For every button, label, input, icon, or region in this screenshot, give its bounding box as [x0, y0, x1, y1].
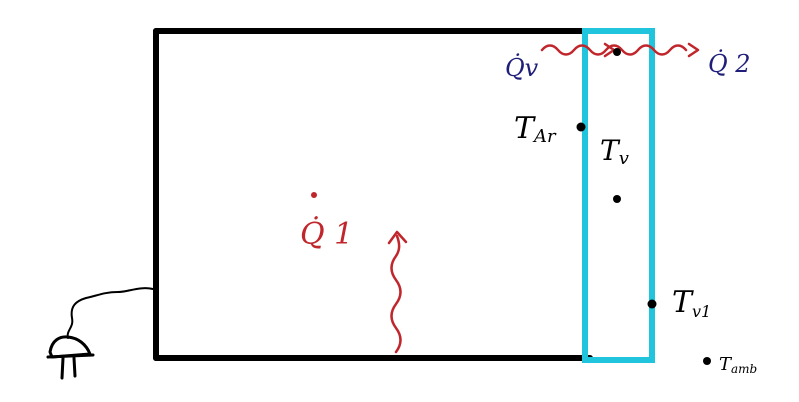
point-t-v1	[647, 299, 657, 309]
power-cord	[66, 287, 154, 339]
q1-label-text: Q̇ 1	[300, 217, 353, 252]
q2-label-text: Q̇ 2	[708, 50, 751, 78]
t-v1-label: Tv1	[672, 285, 711, 321]
power-plug-icon	[46, 335, 95, 380]
qv-label-text: Q̇v	[505, 54, 539, 82]
wall-layer	[582, 28, 655, 363]
t-ar-label: TAr	[514, 111, 557, 147]
heat-flow-q1-arrow	[387, 230, 408, 354]
qv-label: Q̇v	[505, 54, 539, 82]
q2-label: Q̇ 2	[708, 50, 751, 78]
point-t-amb	[703, 357, 711, 365]
t-amb-label: Tamb	[719, 354, 757, 376]
t-v-label: Tv	[600, 134, 629, 169]
oven-enclosure	[153, 28, 593, 361]
q1-label: Q̇ 1	[300, 192, 353, 252]
point-q-wall-top	[613, 48, 621, 56]
point-t-v	[613, 195, 621, 203]
point-t-ar	[576, 122, 586, 132]
